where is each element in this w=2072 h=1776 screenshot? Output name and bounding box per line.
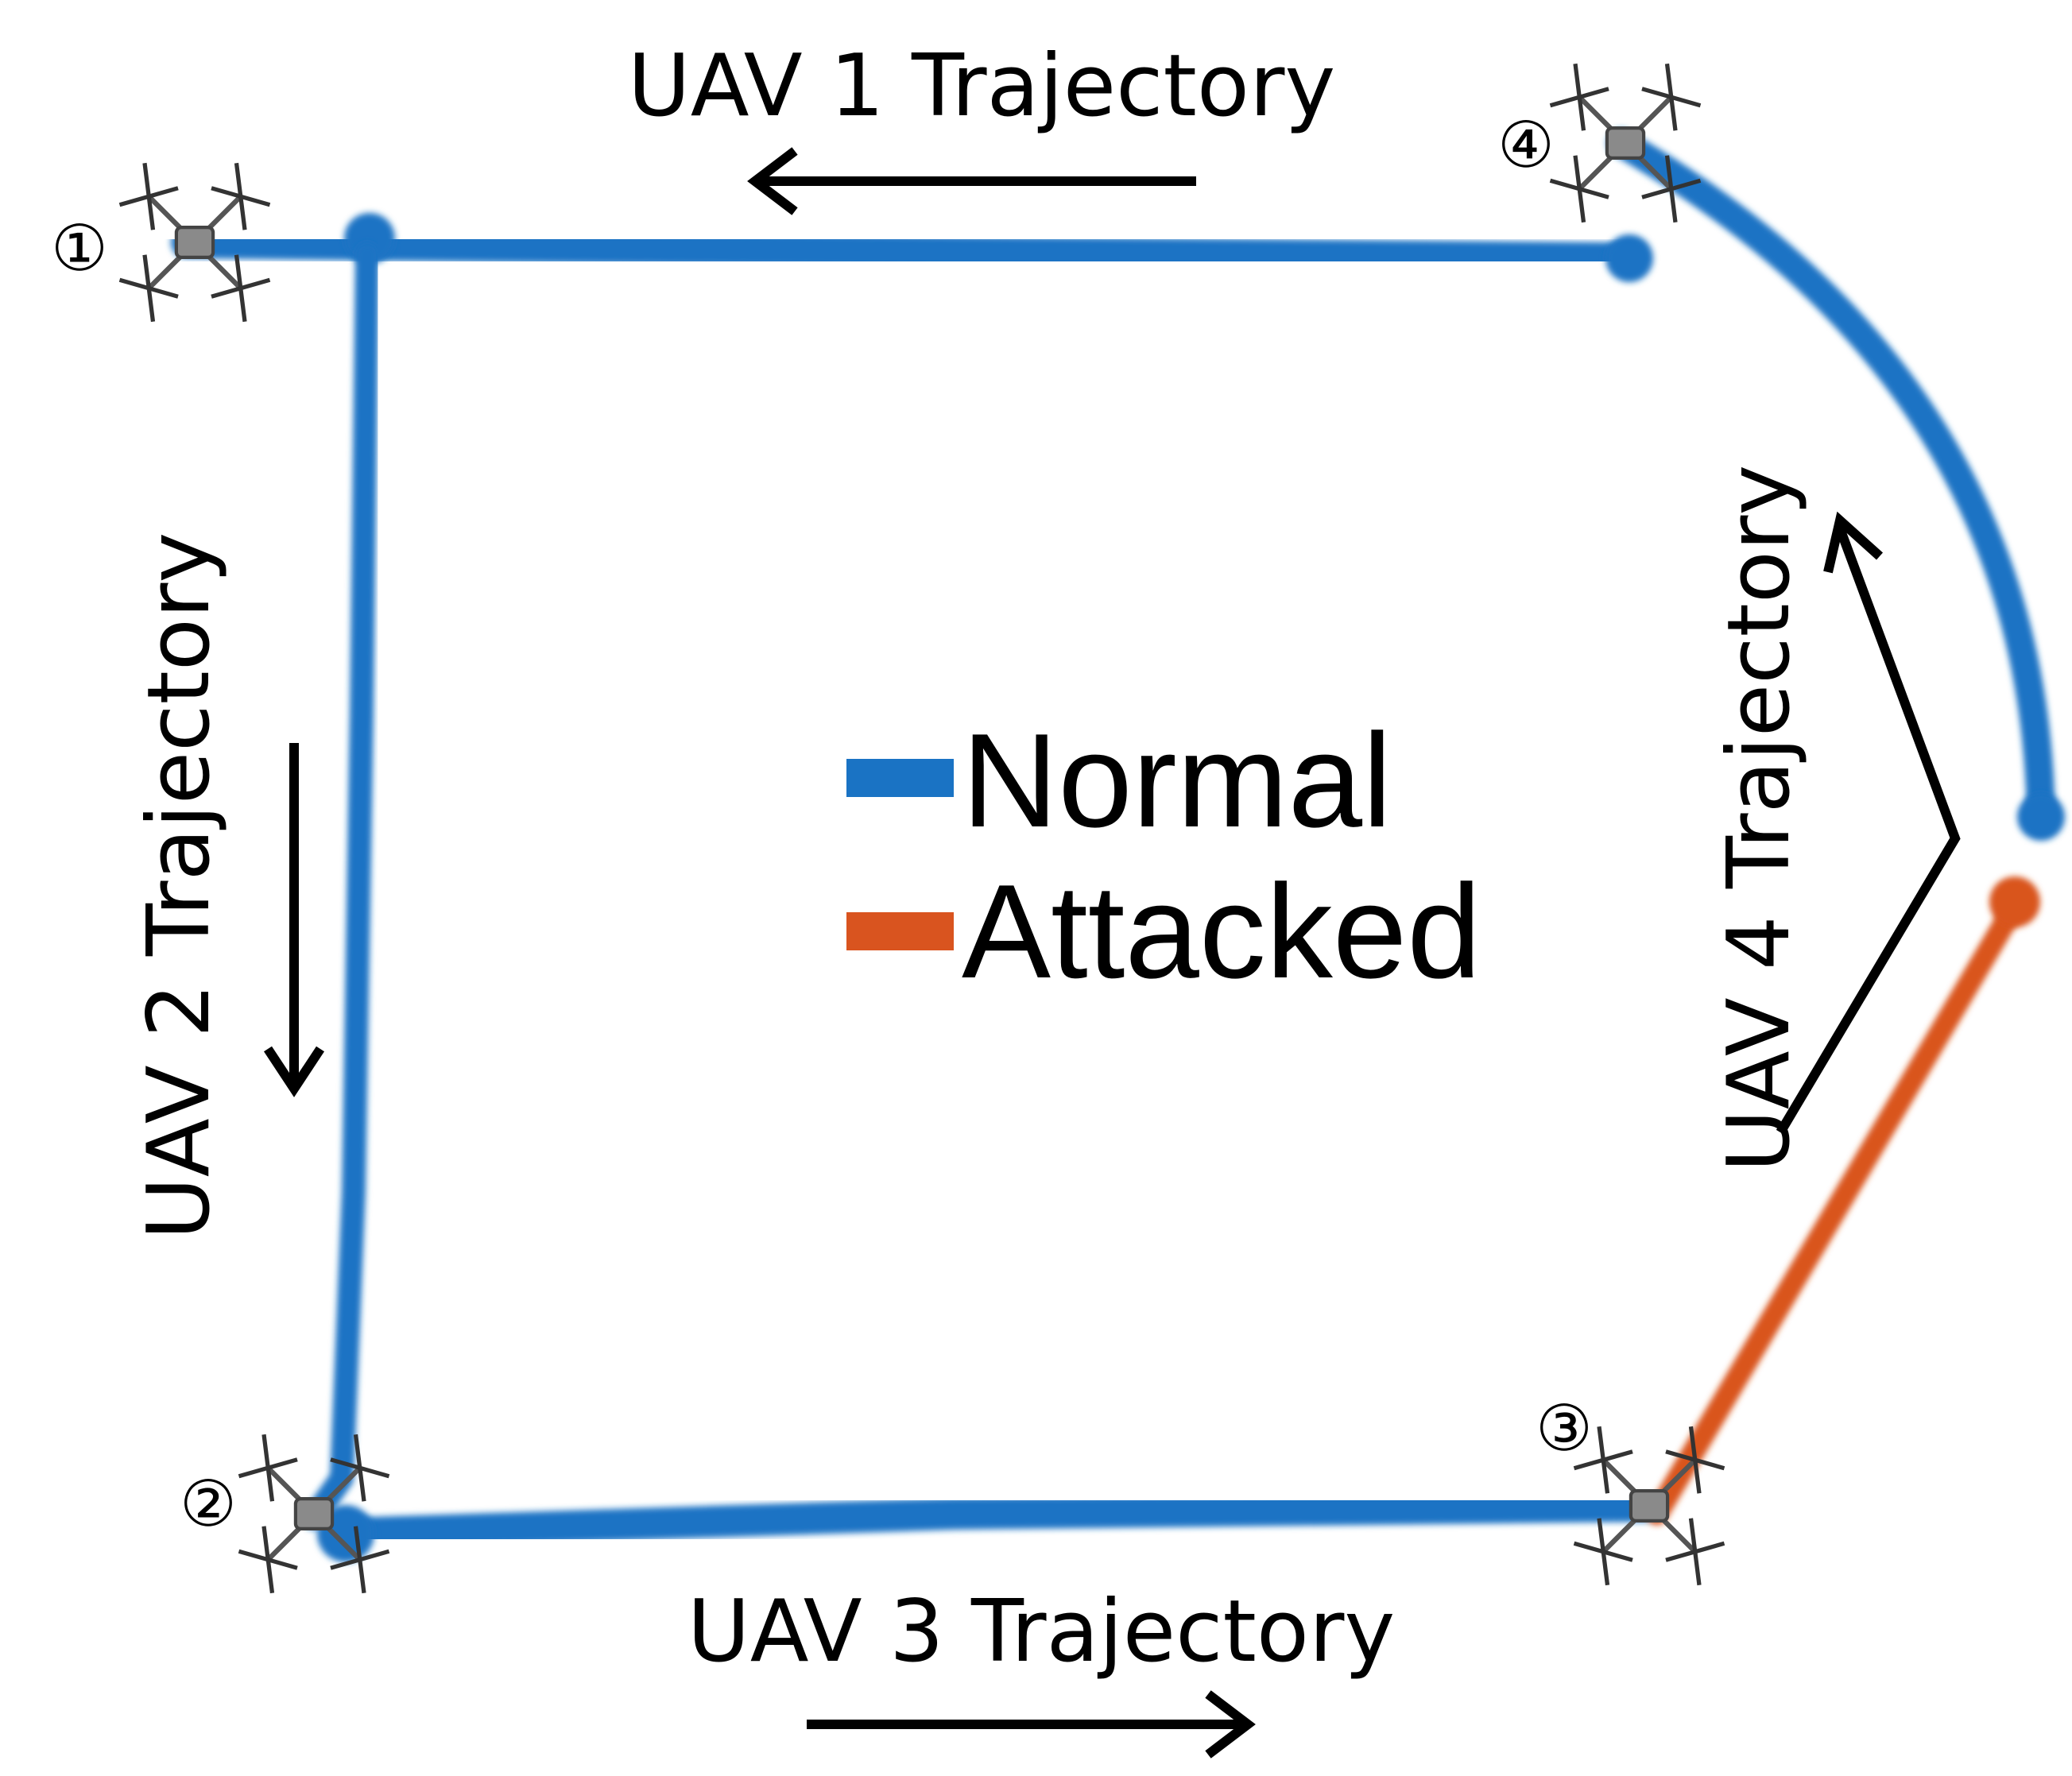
attack-point	[1989, 876, 2040, 927]
legend-swatch-attacked	[846, 912, 954, 950]
uav1-end-point	[1605, 234, 1653, 282]
uav2-direction-arrow	[263, 743, 325, 1097]
uav4-path	[1607, 129, 2055, 833]
drone-icon-2	[239, 1434, 389, 1593]
uav2-path	[302, 242, 379, 1530]
uav4-end-point	[2017, 793, 2065, 841]
uav2-trajectory-label: UAV 2 Trajectory	[130, 532, 229, 1240]
legend-swatch-normal	[846, 759, 954, 797]
attacked-trajectories	[1646, 876, 2040, 1525]
legend-label-attacked: Attacked	[962, 857, 1481, 1006]
drone-icon-4	[1551, 64, 1701, 222]
uav1-trajectory-label: UAV 1 Trajectory	[628, 37, 1336, 136]
marker-2: ②	[180, 1467, 237, 1541]
marker-3: ③	[1536, 1391, 1593, 1465]
uav1-path	[171, 226, 1645, 274]
marker-1: ①	[51, 211, 108, 285]
legend: Normal Attacked	[846, 706, 1481, 1006]
uav3-path	[330, 1490, 1661, 1550]
uav1-direction-arrow	[747, 147, 1196, 215]
uav3-direction-arrow	[807, 1690, 1256, 1759]
uav4-attacked-path	[1646, 895, 2026, 1525]
legend-label-normal: Normal	[962, 706, 1392, 855]
marker-4: ④	[1497, 108, 1555, 182]
uav4-direction-arrow	[1776, 511, 1961, 1136]
normal-trajectories	[171, 129, 2065, 1562]
uav4-trajectory-label: UAV 4 Trajectory	[1710, 465, 1809, 1173]
uav3-trajectory-label: UAV 3 Trajectory	[687, 1582, 1396, 1681]
